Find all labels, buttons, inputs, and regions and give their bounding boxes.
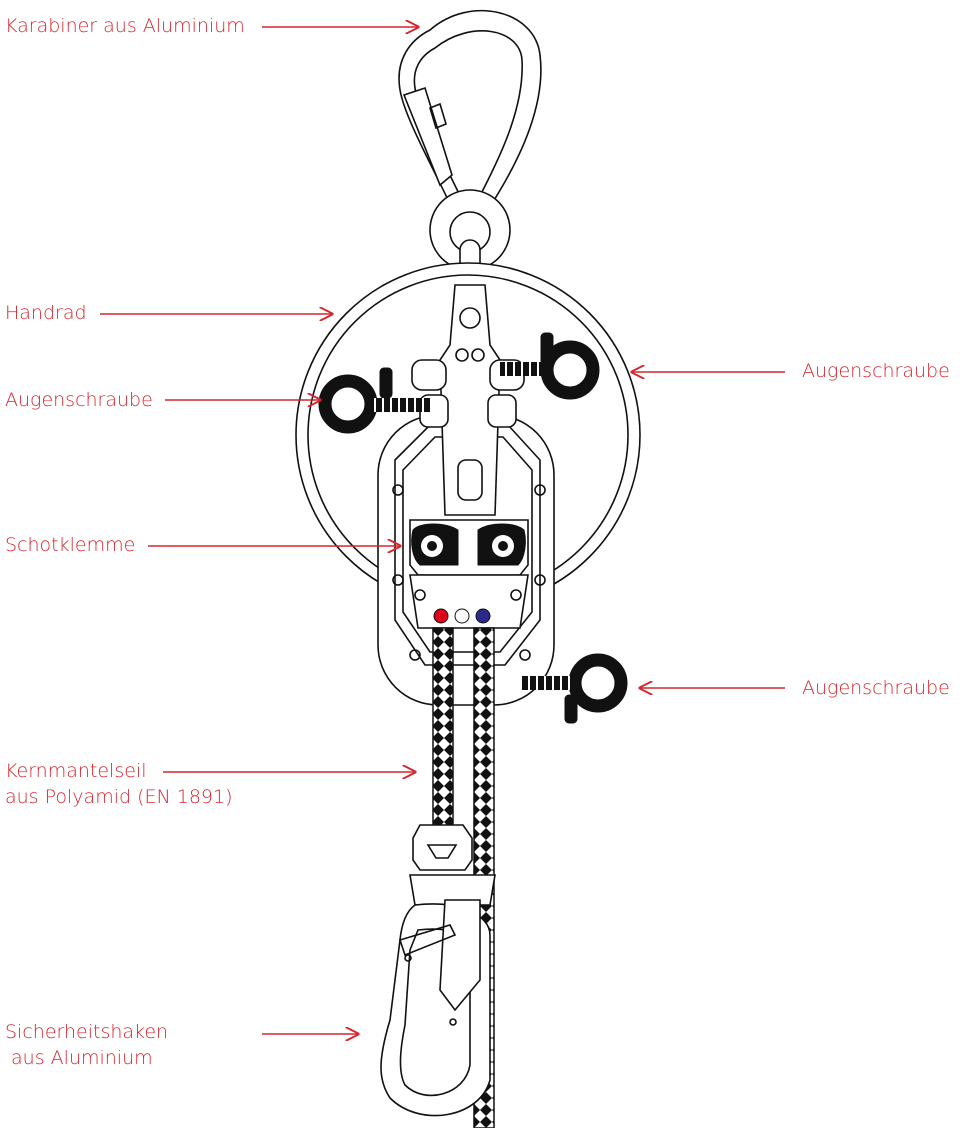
label-carabiner: Karabiner aus Aluminium [5,14,245,38]
cleat [410,520,528,628]
label-eyebolt-right-bottom: Augenschraube [802,676,950,700]
indicator-white [455,609,469,623]
indicator-red [434,609,448,623]
indicator-blue [476,609,490,623]
label-handwheel: Handrad [5,301,87,325]
label-rope-line2: aus Polyamid (EN 1891) [5,785,233,809]
label-hook-line2: aus Aluminium [5,1046,153,1070]
label-cleat: Schotklemme [5,533,135,557]
label-rope-line1: Kernmantelseil [5,759,146,783]
label-eyebolt-right-top: Augenschraube [802,359,950,383]
label-hook-line1: Sicherheitshaken [5,1020,168,1044]
label-eyebolt-left: Augenschraube [5,388,153,412]
